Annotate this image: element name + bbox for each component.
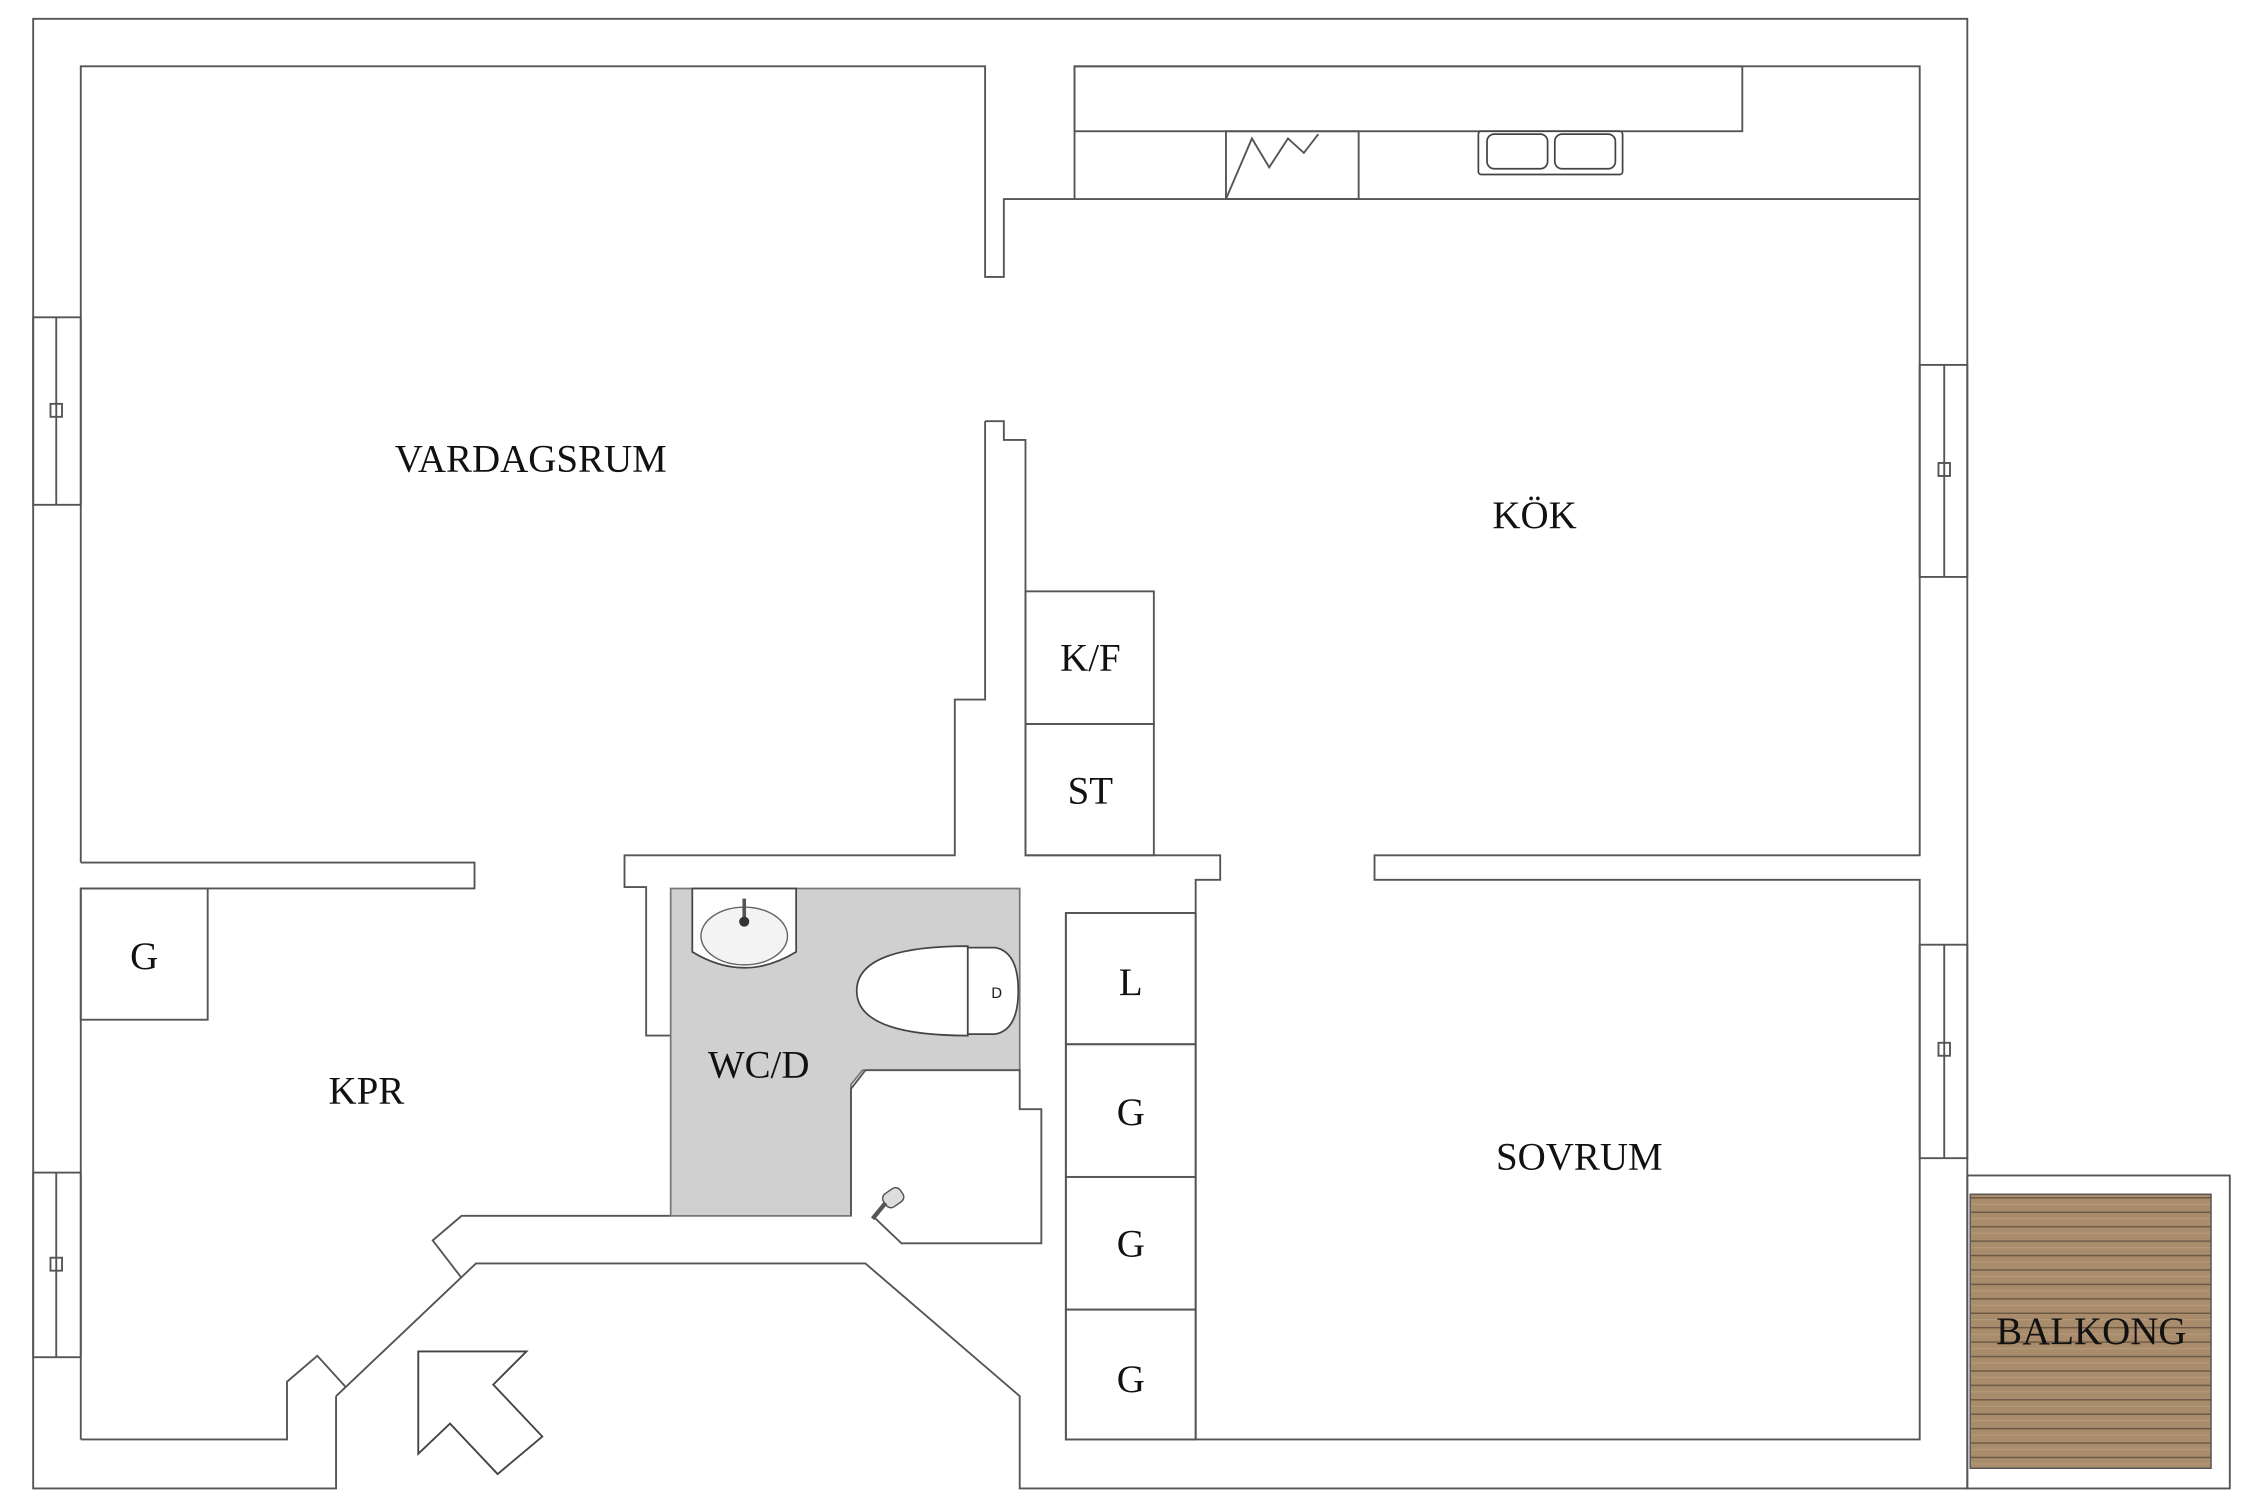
closet-label-g3: G <box>1117 1358 1145 1401</box>
room-label-kok: KÖK <box>1492 494 1576 537</box>
outer-walls <box>32 17 1969 1490</box>
kitchen-counter <box>1073 65 1744 200</box>
closet-label-kf: K/F <box>1060 637 1121 680</box>
room-label-vardagsrum: VARDAGSRUM <box>395 438 667 481</box>
room-label-sovrum: SOVRUM <box>1496 1136 1663 1179</box>
window-icon <box>32 316 1969 1359</box>
room-label-kpr: KPR <box>328 1069 404 1112</box>
room-label-wcd: WC/D <box>708 1043 810 1086</box>
interior-walls <box>79 65 1921 1441</box>
svg-text:D: D <box>991 986 1002 1002</box>
entrance-arrow-icon <box>417 1350 544 1476</box>
kitchen-sink-icon <box>1477 130 1624 176</box>
closet-label-l: L <box>1119 961 1143 1004</box>
sink-icon <box>691 887 798 969</box>
bathroom: D <box>669 887 1043 1245</box>
shower-icon <box>870 1186 905 1221</box>
closet-label-g2: G <box>1117 1222 1145 1265</box>
closets <box>79 590 1197 1441</box>
toilet-icon: D <box>855 945 1020 1037</box>
closet-label-g1: G <box>1117 1091 1145 1134</box>
closet-label-st: ST <box>1068 769 1114 812</box>
closet-label-g-hall: G <box>130 935 158 978</box>
balcony <box>1966 1174 2231 1490</box>
room-label-balkong: BALKONG <box>1996 1310 2186 1353</box>
